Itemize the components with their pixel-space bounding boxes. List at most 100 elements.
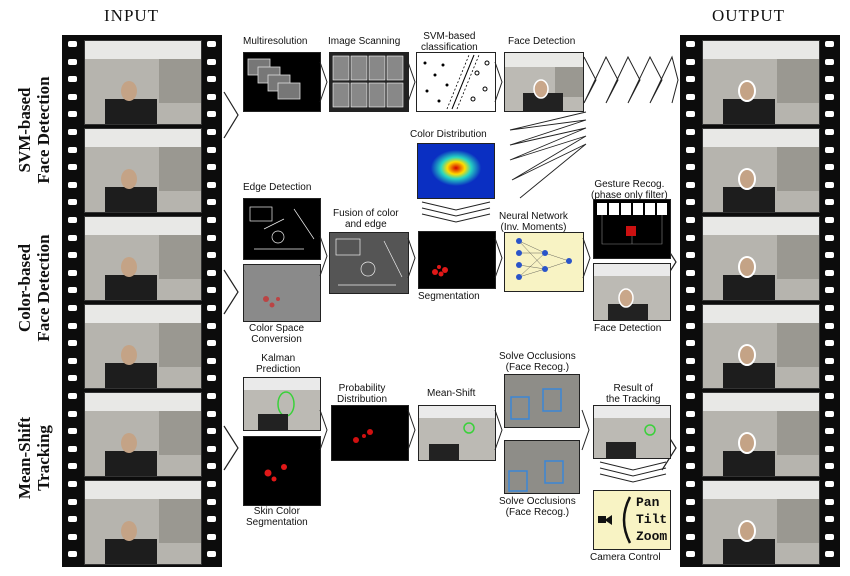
sprocket-hole bbox=[207, 393, 216, 399]
sprocket-hole bbox=[686, 357, 695, 364]
sprocket-hole bbox=[686, 252, 695, 259]
sprocket-hole bbox=[68, 322, 77, 329]
sprocket-hole bbox=[68, 269, 77, 276]
mean-shift-panel bbox=[418, 405, 496, 461]
arrow-9 bbox=[407, 409, 416, 451]
label-segmentation: Segmentation bbox=[418, 291, 480, 302]
kalman-panel bbox=[243, 377, 321, 431]
sprocket-hole bbox=[825, 129, 834, 135]
sprocket-hole bbox=[68, 481, 77, 487]
label-edge-detection: Edge Detection bbox=[243, 182, 312, 193]
arrow-7 bbox=[582, 237, 591, 279]
sprocket-hole bbox=[686, 58, 695, 65]
film-frame bbox=[702, 40, 820, 125]
sprocket-hole bbox=[686, 181, 695, 188]
sprocket-hole bbox=[207, 533, 216, 540]
sprocket-hole bbox=[207, 322, 216, 329]
arrow-2 bbox=[407, 61, 416, 103]
sprocket-hole bbox=[686, 533, 695, 540]
sprocket-hole bbox=[825, 181, 834, 188]
sprocket-hole bbox=[68, 199, 77, 206]
sprocket-hole bbox=[825, 234, 834, 241]
sprocket-hole bbox=[68, 340, 77, 347]
film-frame bbox=[84, 392, 202, 477]
label-face-detection-color: Face Detection bbox=[594, 323, 662, 334]
sprocket-hole bbox=[207, 129, 216, 135]
sprocket-hole bbox=[68, 146, 77, 153]
sprocket-hole bbox=[68, 129, 77, 135]
sprocket-hole bbox=[825, 217, 834, 223]
sprocket-hole bbox=[825, 58, 834, 65]
sprocket-hole bbox=[825, 375, 834, 382]
sprocket-hole bbox=[686, 146, 695, 153]
arrow-3 bbox=[494, 61, 503, 103]
multiresolution-panel bbox=[243, 52, 321, 112]
sprocket-hole bbox=[207, 551, 216, 558]
sprocket-hole bbox=[825, 410, 834, 417]
film-frame bbox=[702, 128, 820, 213]
sprocket-hole bbox=[686, 428, 695, 435]
sprocket-hole bbox=[825, 146, 834, 153]
sprocket-hole bbox=[207, 428, 216, 435]
sprocket-hole bbox=[686, 498, 695, 505]
sprocket-hole bbox=[825, 76, 834, 83]
film-frame bbox=[702, 304, 820, 389]
sprocket-hole bbox=[207, 146, 216, 153]
sprocket-hole bbox=[207, 41, 216, 47]
input-chevrons bbox=[223, 91, 239, 471]
sprocket-hole bbox=[825, 533, 834, 540]
camera-pan: Pan bbox=[636, 495, 660, 510]
sprocket-hole bbox=[68, 287, 77, 294]
input-header: INPUT bbox=[104, 6, 160, 25]
sprocket-hole bbox=[686, 322, 695, 329]
sprocket-hole bbox=[825, 516, 834, 523]
sprocket-hole bbox=[68, 217, 77, 223]
sprocket-hole bbox=[825, 287, 834, 294]
film-frame bbox=[84, 304, 202, 389]
label-image-scanning: Image Scanning bbox=[328, 36, 401, 47]
sprocket-hole bbox=[207, 93, 216, 100]
label-camera-control: Camera Control bbox=[590, 552, 661, 563]
film-frame bbox=[702, 216, 820, 301]
sprocket-hole bbox=[68, 410, 77, 417]
film-frame bbox=[84, 128, 202, 213]
probability-panel bbox=[331, 405, 409, 461]
segmentation-panel bbox=[418, 231, 496, 289]
sprocket-hole bbox=[825, 357, 834, 364]
face-detection-svm-panel bbox=[504, 52, 584, 112]
label-solve-bottom: Solve Occlusions(Face Recog.) bbox=[499, 496, 576, 518]
sprocket-hole bbox=[207, 181, 216, 188]
arrow-11 bbox=[581, 409, 590, 451]
sprocket-hole bbox=[68, 305, 77, 311]
sprocket-hole bbox=[686, 234, 695, 241]
label-multiresolution: Multiresolution bbox=[243, 36, 308, 47]
sprocket-hole bbox=[207, 234, 216, 241]
film-frame bbox=[84, 480, 202, 565]
sprocket-hole bbox=[68, 252, 77, 259]
sprocket-hole bbox=[207, 269, 216, 276]
sprocket-hole bbox=[686, 199, 695, 206]
sprocket-hole bbox=[207, 375, 216, 382]
sprocket-hole bbox=[825, 322, 834, 329]
face-detection-color-panel bbox=[593, 263, 671, 321]
arrow-10 bbox=[494, 409, 503, 451]
neural-network-panel bbox=[504, 232, 584, 292]
sprocket-hole bbox=[68, 551, 77, 558]
sprocket-hole bbox=[825, 111, 834, 118]
sprocket-hole bbox=[207, 164, 216, 171]
sprocket-hole bbox=[207, 410, 216, 417]
sprocket-hole bbox=[686, 481, 695, 487]
output-header: OUTPUT bbox=[712, 6, 786, 25]
sprocket-hole bbox=[825, 498, 834, 505]
film-frame bbox=[84, 216, 202, 301]
sprocket-hole bbox=[686, 463, 695, 470]
sprocket-hole bbox=[686, 164, 695, 171]
color-distribution-panel bbox=[417, 143, 495, 199]
input-filmstrip bbox=[62, 35, 222, 567]
sprocket-hole bbox=[68, 234, 77, 241]
sprocket-hole bbox=[207, 111, 216, 118]
label-face-detection-svm: Face Detection bbox=[508, 36, 576, 47]
